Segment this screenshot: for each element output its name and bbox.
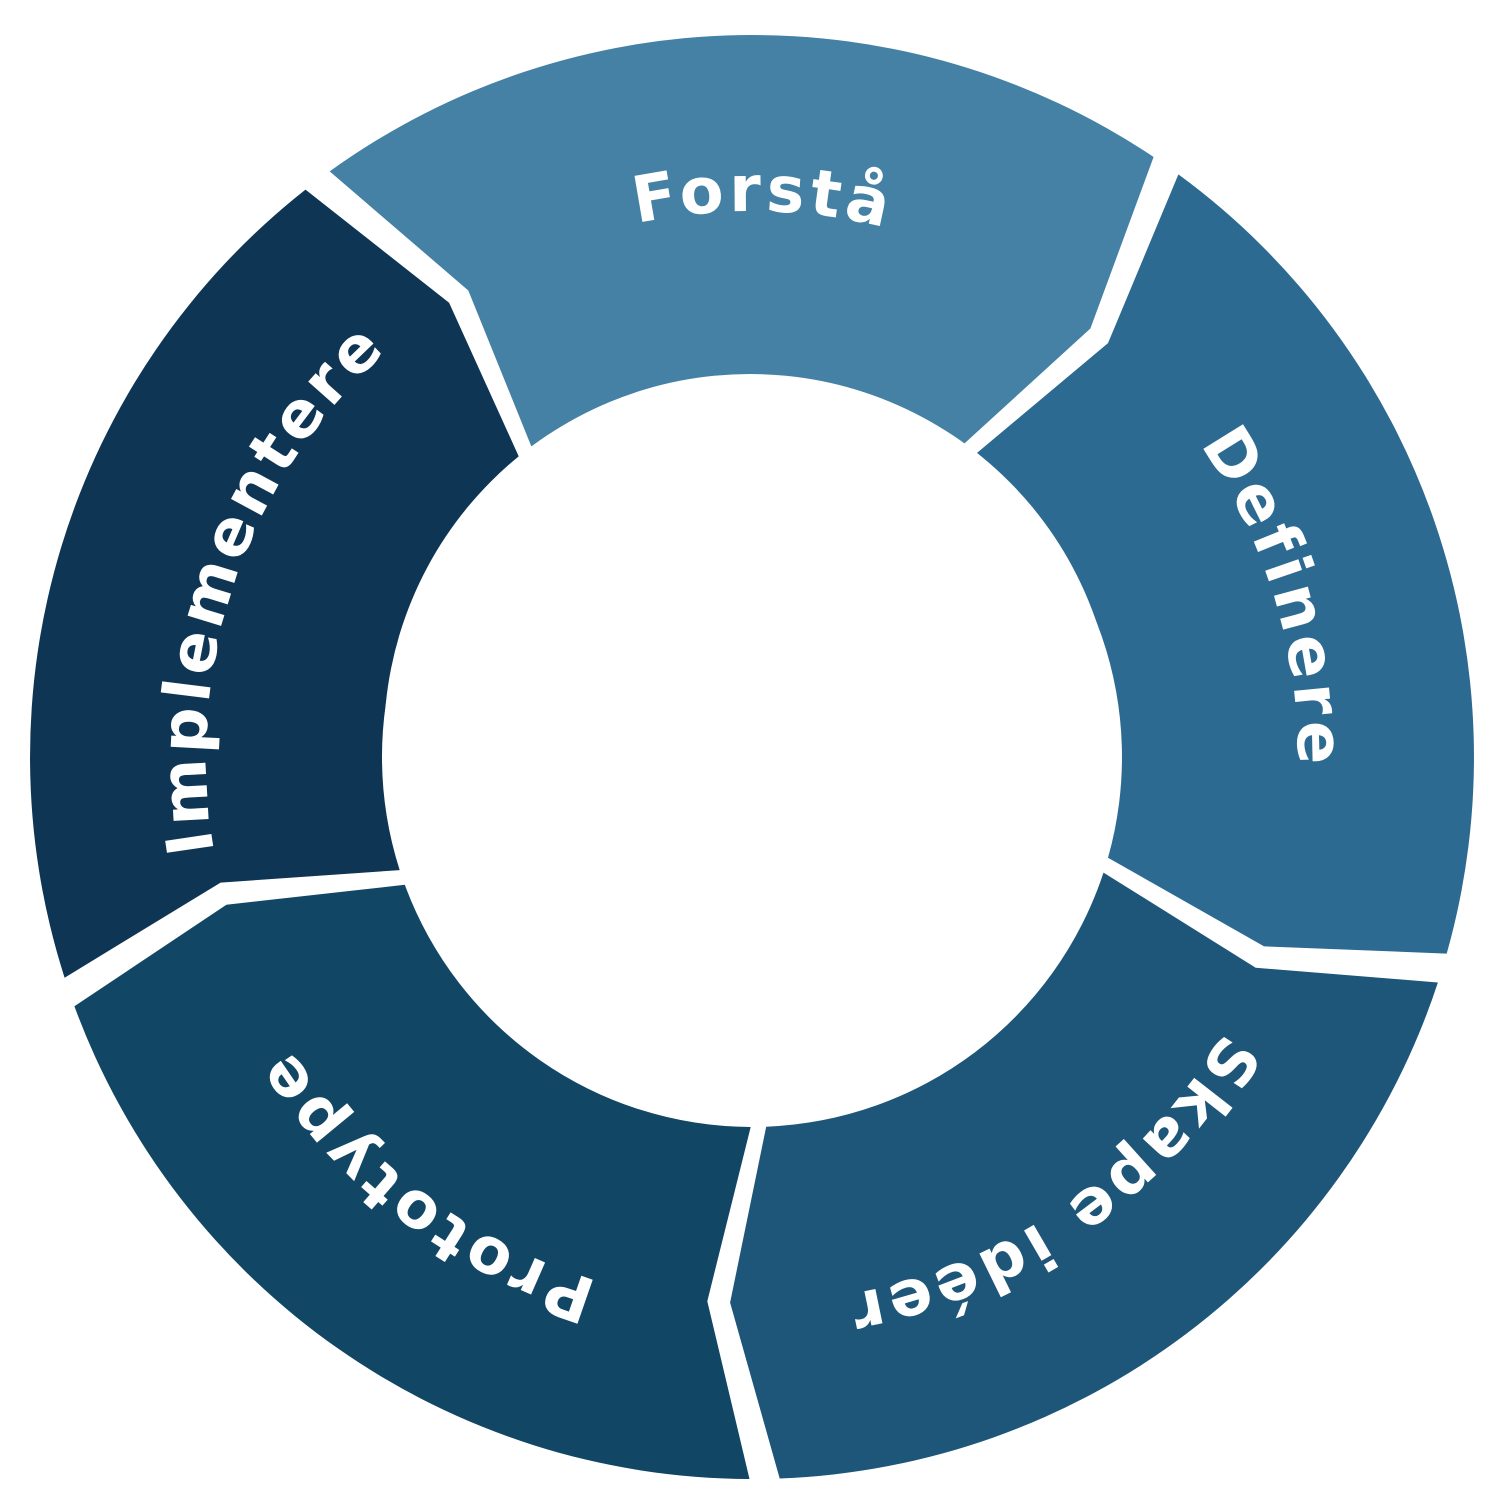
segment-forsta	[329, 35, 1154, 457]
cycle-segments	[30, 35, 1474, 1479]
segment-prototype	[74, 884, 751, 1479]
segment-definere	[970, 174, 1474, 954]
segment-skape-ideer	[730, 872, 1438, 1479]
center-circle	[384, 374, 1116, 1106]
segment-implementere	[30, 189, 524, 978]
